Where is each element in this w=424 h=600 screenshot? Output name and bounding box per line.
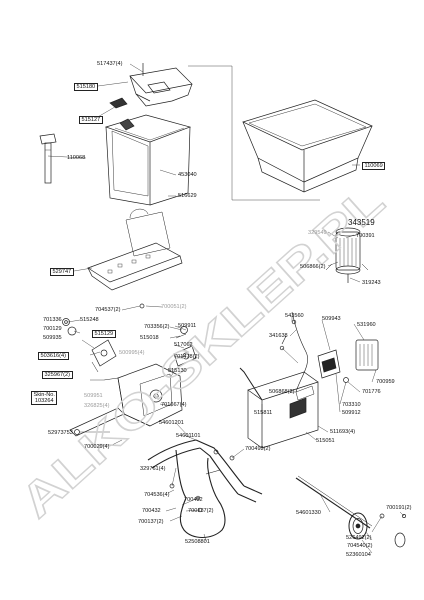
electric-switch	[317, 349, 341, 379]
callout-506868: 506868(2)	[269, 389, 295, 395]
callout-343519: 343519	[348, 218, 375, 227]
callout-506866: 506866(2)	[300, 264, 326, 270]
callout-543560: 543560	[285, 313, 304, 319]
lever-parts	[62, 303, 145, 373]
callout-700432-lower: 700432	[142, 508, 161, 514]
callout-700029: 700029(4)	[84, 444, 110, 450]
callout-515051: 515051	[316, 438, 335, 444]
callout-509951: 509951	[84, 393, 103, 399]
callout-503616: 503616(4)	[38, 352, 69, 360]
callout-54601201: 54601201	[159, 420, 184, 426]
callout-700137-upper: 700137(2)	[188, 508, 214, 514]
callout-701776: 701776	[362, 389, 381, 395]
callout-515018: 515018	[140, 335, 159, 341]
callout-329761: 329761(4)	[140, 466, 166, 472]
callout-54601101: 54601101	[176, 433, 201, 439]
callout-703310: 703310	[342, 402, 361, 408]
callout-515127: 515127	[79, 116, 103, 124]
callout-701478: 701478(2)	[174, 354, 200, 360]
axle-and-wheel	[295, 475, 406, 548]
callout-52508801: 52508801	[185, 539, 210, 545]
callout-516629: 516629	[178, 193, 197, 199]
callout-52360104: 52360104	[346, 552, 371, 558]
callout-509943: 509943	[322, 316, 341, 322]
cooling-fan	[343, 339, 379, 383]
callout-704536: 704536(4)	[144, 492, 170, 498]
callout-110068: 110068	[67, 155, 86, 161]
motor-assembly	[325, 227, 369, 283]
callout-515129: 515129	[92, 330, 116, 338]
callout-52973753: 52973753	[48, 430, 73, 436]
wiring-harness	[279, 311, 308, 393]
callout-511693: 511693(4)	[330, 429, 356, 435]
callout-704540: 704540(2)	[347, 543, 373, 549]
callout-529747: 529747	[50, 268, 74, 276]
handle-rod	[239, 367, 263, 401]
callout-341638: 341638	[269, 333, 288, 339]
funnel-housing	[104, 114, 192, 206]
callout-704537: 704537(2)	[95, 307, 121, 313]
callout-526492: 526492(2)	[346, 535, 372, 541]
deflector-clip	[109, 97, 128, 109]
callout-531960: 531960	[357, 322, 376, 328]
callout-700432-upper: 700432	[184, 497, 203, 503]
callout-509912: 509912	[342, 410, 361, 416]
bearing-parts	[173, 326, 197, 367]
large-hopper	[242, 99, 373, 193]
callout-700129: 700129	[43, 326, 62, 332]
callout-700959: 700959	[376, 379, 395, 385]
callout-509911: 509911	[178, 323, 197, 329]
callout-517062: 517062	[174, 342, 193, 348]
callout-515811: 515811	[254, 410, 273, 416]
battery-box	[247, 371, 319, 449]
callout-515248: 515248	[80, 317, 99, 323]
callout-515180: 515180	[74, 83, 98, 91]
leader-lines	[47, 63, 405, 554]
callout-703356: 703356(2)	[144, 324, 170, 330]
gearbox-housing	[69, 363, 183, 437]
callout-319243: 319243	[362, 280, 381, 286]
callout-701667: 701667(4)	[161, 402, 187, 408]
callout-54601330: 54601330	[296, 510, 321, 516]
callout-509935: 509935	[43, 335, 62, 341]
callout-500995: 500995(4)	[119, 350, 145, 356]
adjustment-knob	[39, 133, 57, 184]
callout-701336: 701336	[43, 317, 62, 323]
callout-700051: 700051(2)	[161, 304, 187, 310]
callout-329549: 329549	[308, 230, 327, 236]
small-hopper-lid	[129, 63, 193, 107]
callout-517437: 517437(4)	[97, 61, 123, 67]
callout-skin-no: Skin-No. 103264	[31, 391, 58, 406]
callout-110069: 110069	[362, 162, 386, 170]
frame-small-parts	[169, 449, 235, 513]
callout-515130: 515130	[168, 368, 187, 374]
callout-453040: 453040	[178, 172, 197, 178]
frame-chassis	[147, 439, 263, 539]
callout-325967: 325967(2)	[42, 371, 73, 379]
callout-326825: 326825(4)	[84, 403, 110, 409]
callout-700191: 700191(2)	[386, 505, 412, 511]
callout-700493: 700493(2)	[245, 446, 271, 452]
hopper-mount-plate	[87, 208, 183, 291]
callout-700137-lower: 700137(2)	[138, 519, 164, 525]
callout-700391: 700391	[356, 233, 375, 239]
